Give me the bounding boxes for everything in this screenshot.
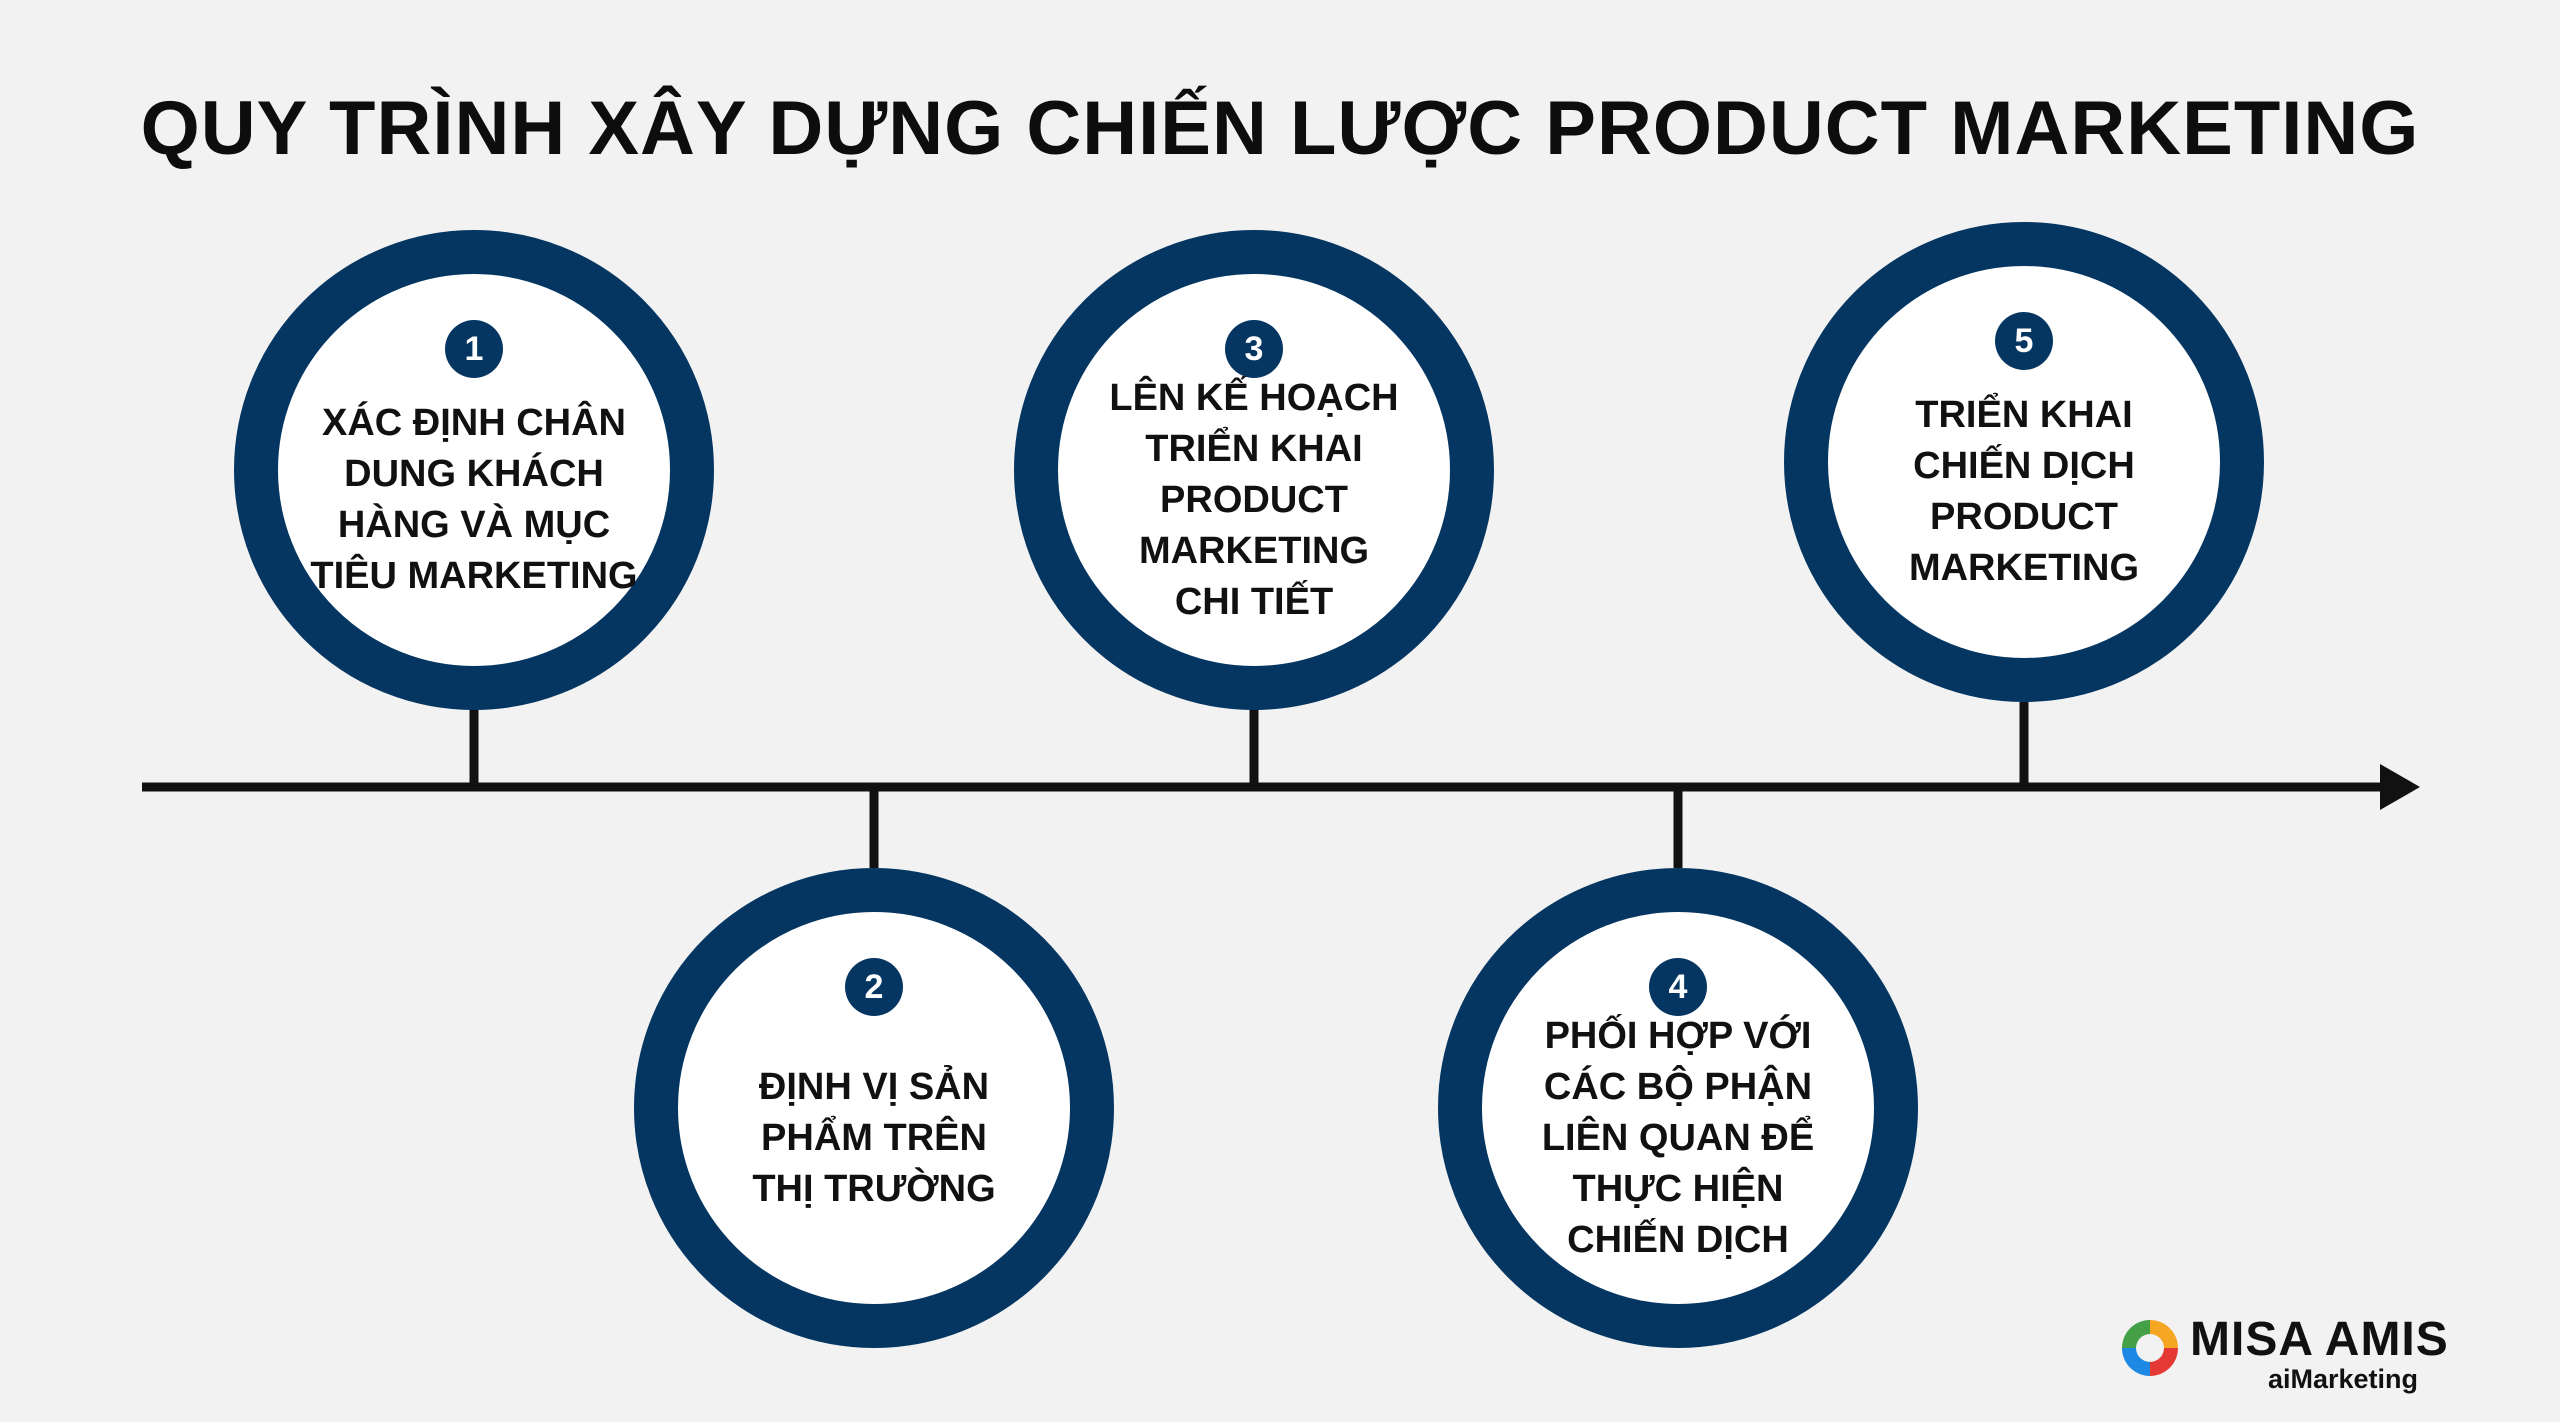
step-4-number: 4 <box>1649 958 1707 1016</box>
step-4-label: PHỐI HỢP VỚI CÁC BỘ PHẬN LIÊN QUAN ĐỂ TH… <box>1541 1014 1815 1261</box>
misa-amis-logo: MISA AMIS aiMarketing <box>2118 1312 2448 1396</box>
step-3-label: LÊN KẾ HOẠCH TRIỂN KHAI PRODUCT MARKETIN… <box>1109 376 1399 623</box>
step-4-circle: 4 PHỐI HỢP VỚI CÁC BỘ PHẬN LIÊN QUAN ĐỂ … <box>1438 868 1918 1348</box>
step-5-label: TRIỂN KHAI CHIẾN DỊCH PRODUCT MARKETING <box>1908 394 2140 589</box>
step-5-number: 5 <box>1995 312 2053 370</box>
step-5-circle: 5 TRIỂN KHAI CHIẾN DỊCH PRODUCT MARKETIN… <box>1784 222 2264 702</box>
step-1-label: XÁC ĐỊNH CHÂN DUNG KHÁCH HÀNG VÀ MỤC TIÊ… <box>310 402 638 597</box>
step-2-label: ĐỊNH VỊ SẢN PHẨM TRÊN THỊ TRƯỜNG <box>752 1065 996 1210</box>
step-1-number: 1 <box>445 320 503 378</box>
misa-logo-icon <box>2122 1320 2178 1376</box>
step-3-circle: 3 LÊN KẾ HOẠCH TRIỂN KHAI PRODUCT MARKET… <box>1014 230 1494 710</box>
page-title: QUY TRÌNH XÂY DỰNG CHIẾN LƯỢC PRODUCT MA… <box>140 86 2420 171</box>
step-1-circle: 1 XÁC ĐỊNH CHÂN DUNG KHÁCH HÀNG VÀ MỤC T… <box>234 230 714 710</box>
logo-product-text: aiMarketing <box>2267 1364 2418 1394</box>
step-3-number: 3 <box>1225 320 1283 378</box>
step-2-number: 2 <box>845 958 903 1016</box>
timeline-arrowhead <box>2380 764 2420 810</box>
logo-brand-text: MISA AMIS <box>2190 1313 2449 1366</box>
step-2-circle: 2 ĐỊNH VỊ SẢN PHẨM TRÊN THỊ TRƯỜNG <box>634 868 1114 1348</box>
